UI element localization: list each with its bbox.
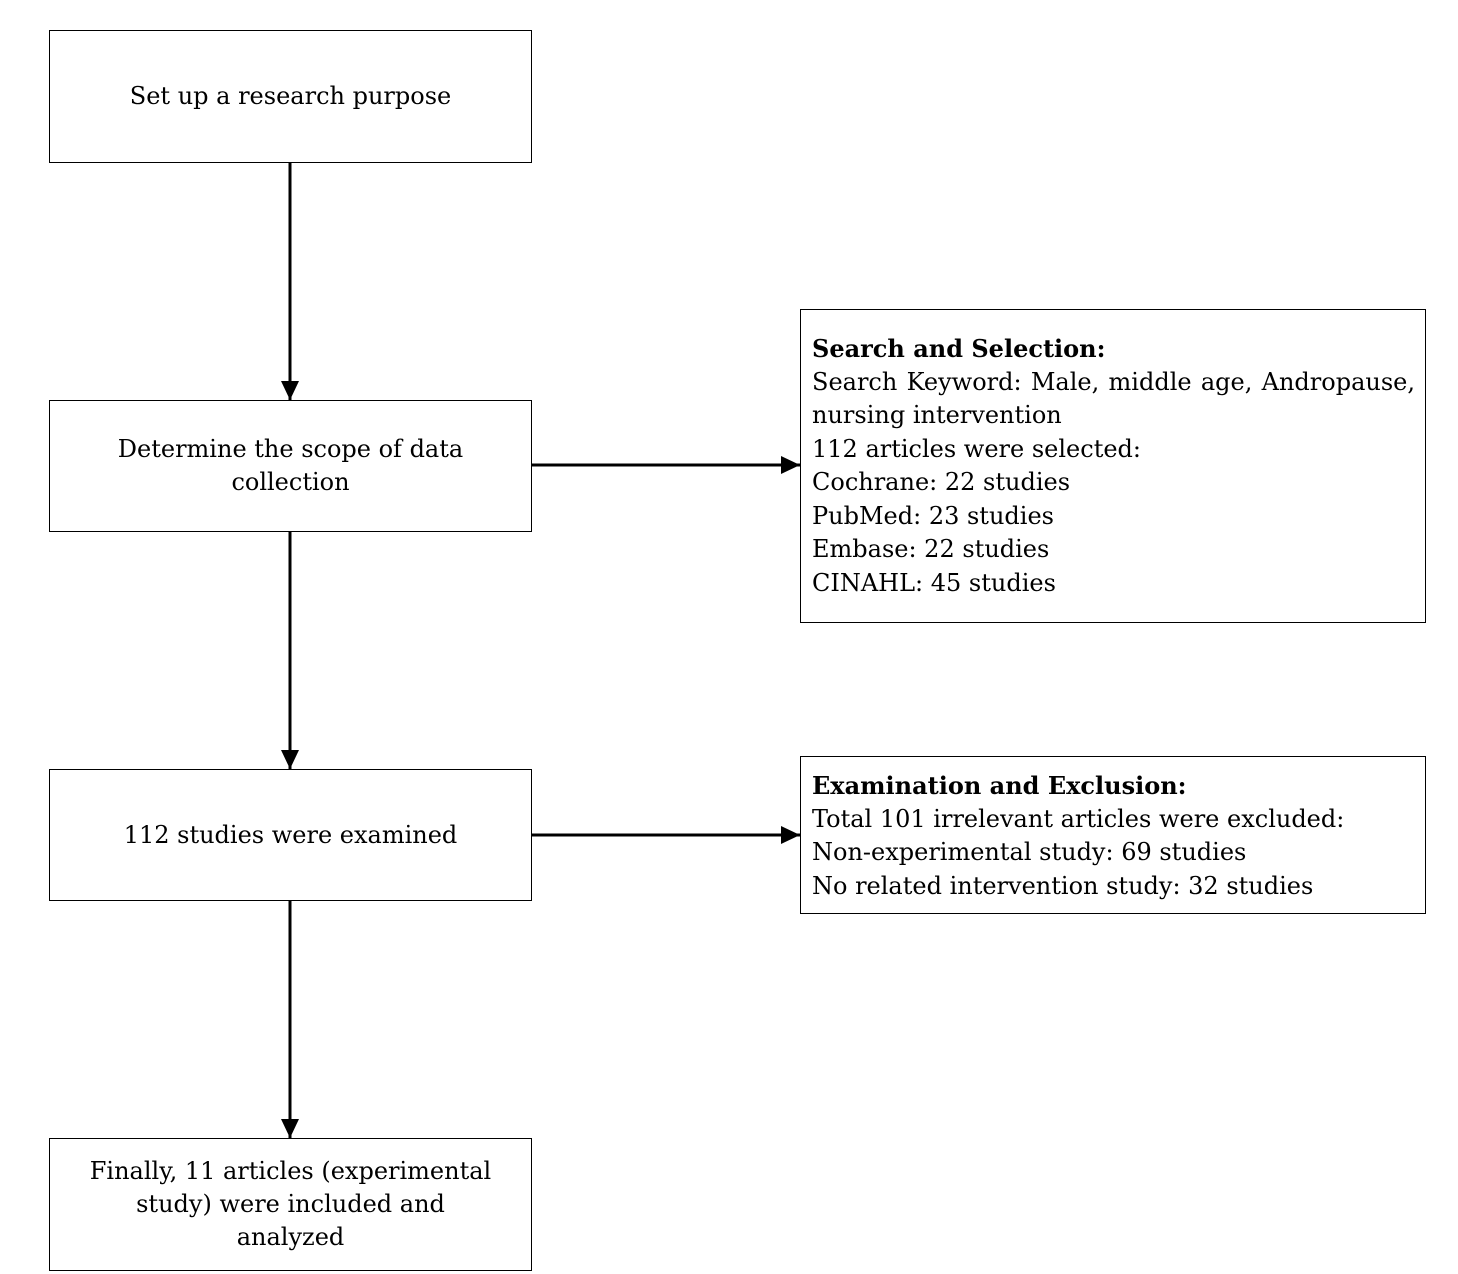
exclusion-non-experimental: Non-experimental study: 69 studies (812, 838, 1247, 866)
arrowhead-examined-to-final (281, 1119, 299, 1138)
step-research-purpose-text: Set up a research purpose (129, 82, 452, 110)
arrowhead-purpose-to-scope (281, 381, 299, 400)
excluded-total: Total 101 irrelevant articles were exclu… (812, 804, 1345, 833)
search-selection-heading: Search and Selection: (812, 334, 1106, 363)
step-final-included-text: Finally, 11 articles (experimental study… (89, 1157, 492, 1251)
step-studies-examined: 112 studies were examined (49, 769, 532, 901)
source-pubmed: PubMed: 23 studies (812, 501, 1054, 530)
arrowhead-examined-to-exclusion (781, 826, 800, 844)
search-selection-box: Search and Selection: Search Keyword: Ma… (800, 309, 1426, 623)
examination-exclusion-heading: Examination and Exclusion: (812, 771, 1187, 800)
step-research-purpose: Set up a research purpose (49, 30, 532, 163)
source-cinahl: CINAHL: 45 studies (812, 568, 1056, 597)
step-data-collection-scope: Determine the scope of data collection (49, 400, 532, 532)
step-studies-examined-text: 112 studies were examined (123, 820, 458, 849)
search-keywords: Search Keyword: Male, middle age, Androp… (812, 367, 1415, 430)
arrowhead-scope-to-search (781, 456, 800, 474)
source-embase: Embase: 22 studies (812, 535, 1050, 563)
articles-selected: 112 articles were selected: (812, 434, 1141, 463)
step-data-collection-scope-text: Determine the scope of data collection (117, 435, 464, 496)
step-final-included: Finally, 11 articles (experimental study… (49, 1138, 532, 1271)
source-cochrane: Cochrane: 22 studies (812, 468, 1071, 496)
examination-exclusion-box: Examination and Exclusion: Total 101 irr… (800, 756, 1426, 914)
arrowhead-scope-to-examined (281, 750, 299, 769)
exclusion-no-related-intervention: No related intervention study: 32 studie… (812, 871, 1314, 900)
